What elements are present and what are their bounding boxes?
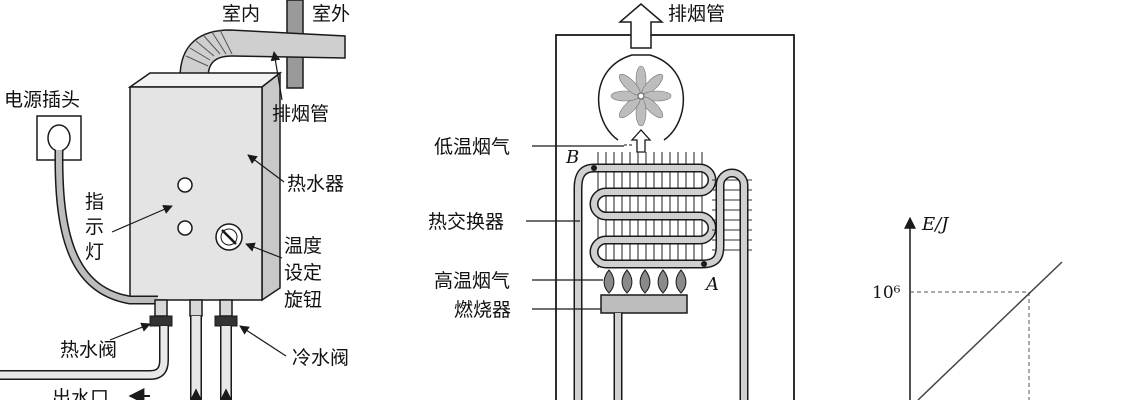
label-temp-1: 温度 — [284, 235, 322, 257]
fan-icon — [610, 65, 672, 127]
bottom-pipes — [154, 299, 233, 317]
label-outdoor: 室外 — [312, 3, 350, 25]
label-indicator-2: 示 — [85, 216, 104, 238]
point-a-marker — [701, 261, 707, 267]
leader-temp — [245, 242, 283, 259]
label-temp-3: 旋钮 — [284, 289, 322, 311]
label-burner: 燃烧器 — [454, 299, 511, 321]
label-indoor: 室内 — [222, 3, 260, 25]
label-point-a: A — [704, 274, 719, 295]
burner — [600, 294, 688, 314]
label-indicator-3: 灯 — [85, 241, 104, 263]
internal-structure: B A 排烟管 低温烟气 热交换器 高温烟气 燃烧器 — [428, 3, 795, 405]
label-internal-exhaust: 排烟管 — [668, 3, 725, 25]
exhaust-outlet-arrow — [617, 3, 665, 49]
label-power-plug: 电源插头 — [4, 89, 80, 111]
plug — [47, 124, 71, 152]
label-exhaust-pipe: 排烟管 — [272, 103, 329, 125]
inlet-pipes — [190, 316, 232, 400]
label-outlet: 出水口 — [52, 387, 109, 400]
leader-hot-valve — [109, 322, 151, 341]
y-axis-label: E/J — [921, 214, 950, 235]
exhaust-duct — [179, 29, 346, 79]
gas-flow-arrow — [630, 129, 652, 153]
duct-ribs — [185, 29, 233, 67]
label-cold-valve: 冷水阀 — [292, 347, 349, 369]
label-low-temp-gas: 低温烟气 — [434, 136, 510, 158]
label-heat-exchanger: 热交换器 — [428, 211, 504, 233]
heater-top — [127, 72, 283, 88]
energy-graph: E/J 10⁶ — [872, 214, 1063, 401]
hot-water-valve — [149, 315, 173, 327]
burner-flames — [603, 269, 687, 294]
label-indicator-1: 指 — [85, 191, 104, 213]
label-water-heater: 热水器 — [287, 173, 344, 195]
label-hot-valve: 热水阀 — [60, 339, 117, 361]
point-b-marker — [591, 165, 597, 171]
leader-cold-valve — [239, 325, 287, 357]
label-point-b: B — [565, 147, 579, 168]
leader-water-heater — [247, 154, 285, 183]
indicator-light-1 — [177, 177, 193, 193]
cold-water-valve — [214, 315, 238, 327]
temperature-knob — [215, 223, 243, 251]
heater-body — [129, 86, 263, 301]
water-heater-illustration: 室内 室外 电源插头 排烟管 热水器 指 示 灯 温度 设定 旋钮 热水阀 冷水… — [0, 0, 350, 405]
energy-line — [917, 261, 1063, 401]
leader-indicator — [111, 205, 173, 233]
label-high-temp-gas: 高温烟气 — [434, 270, 510, 292]
leader-exhaust — [270, 51, 283, 101]
indicator-light-2 — [177, 220, 193, 236]
y-tick-label: 10⁶ — [872, 283, 901, 303]
label-temp-2: 设定 — [284, 262, 322, 284]
